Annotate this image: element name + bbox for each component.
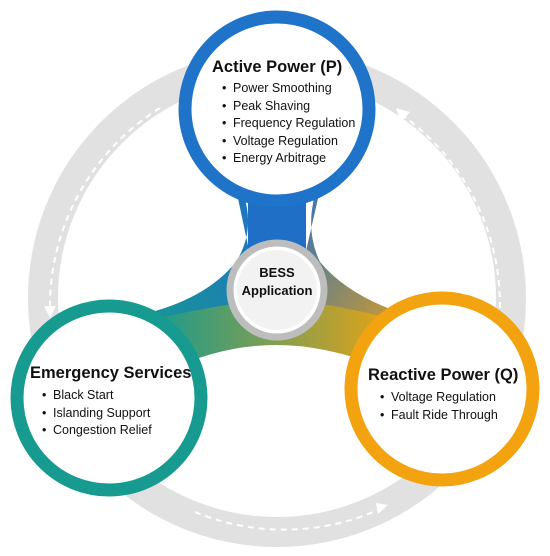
cycle-arrowhead-right <box>396 108 410 122</box>
center-label: BESS Application <box>228 264 326 300</box>
emergency-services-box: Emergency Services Black Start Islanding… <box>30 364 191 440</box>
list-item: Black Start <box>42 387 191 405</box>
cycle-arrow-right <box>401 114 502 309</box>
emergency-services-title: Emergency Services <box>30 364 192 382</box>
reactive-power-title: Reactive Power (Q) <box>368 366 519 384</box>
list-item: Fault Ride Through <box>380 407 518 425</box>
center-hub <box>237 250 317 330</box>
list-item: Voltage Regulation <box>380 389 518 407</box>
active-power-list: Power Smoothing Peak Shaving Frequency R… <box>222 80 355 168</box>
center-label-line1: BESS <box>259 265 295 280</box>
cycle-arrowhead-left <box>44 306 56 318</box>
list-item: Energy Arbitrage <box>222 150 355 168</box>
list-item: Power Smoothing <box>222 80 355 98</box>
cycle-arrowhead-bottom <box>376 503 388 514</box>
reactive-power-list: Voltage Regulation Fault Ride Through <box>380 389 518 424</box>
emergency-services-list: Black Start Islanding Support Congestion… <box>42 387 191 440</box>
reactive-power-box: Reactive Power (Q) Voltage Regulation Fa… <box>368 366 518 424</box>
list-item: Frequency Regulation <box>222 115 355 133</box>
list-item: Peak Shaving <box>222 98 355 116</box>
cycle-arrow-bottom <box>194 509 379 531</box>
active-power-title: Active Power (P) <box>212 58 343 76</box>
center-label-line2: Application <box>241 283 313 298</box>
list-item: Islanding Support <box>42 405 191 423</box>
active-power-box: Active Power (P) Power Smoothing Peak Sh… <box>212 58 355 168</box>
list-item: Congestion Relief <box>42 422 191 440</box>
list-item: Voltage Regulation <box>222 133 355 151</box>
